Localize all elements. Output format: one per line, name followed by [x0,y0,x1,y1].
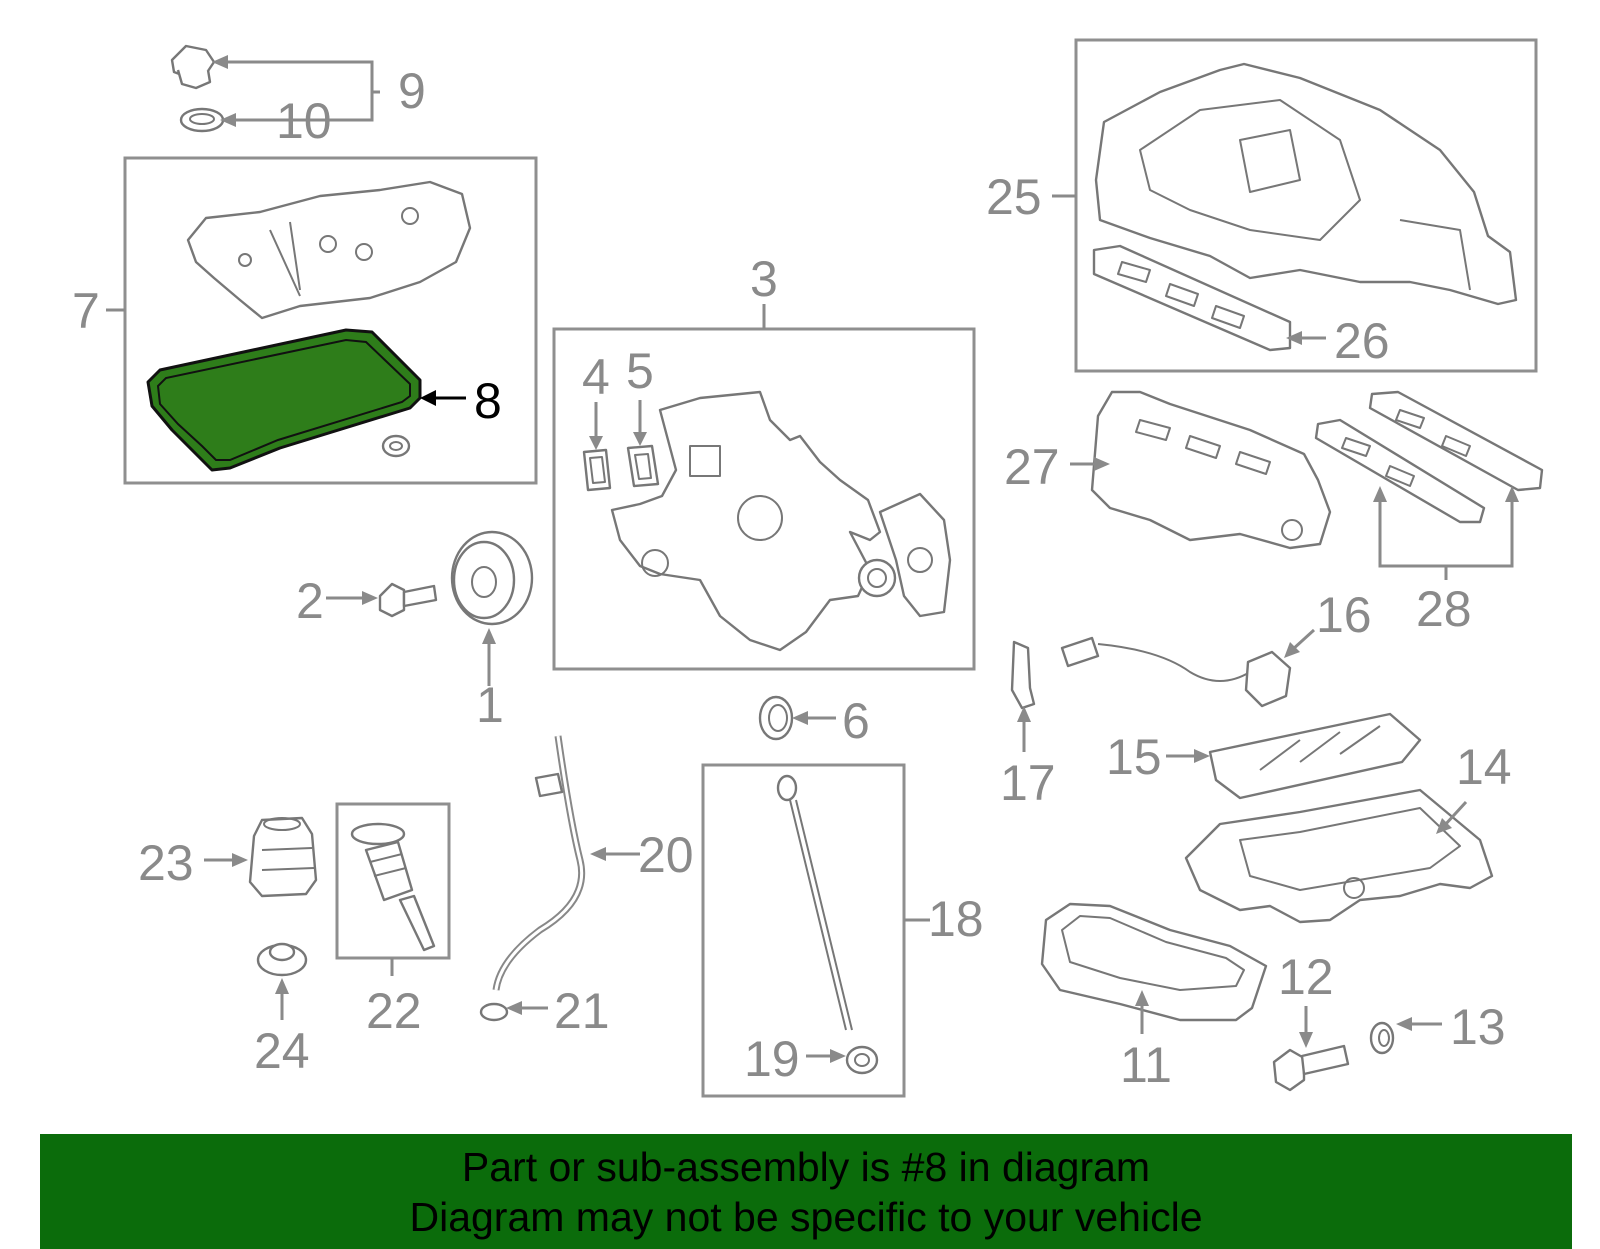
part-22-oil-filter [350,822,436,952]
callout-23: 23 [138,835,194,891]
callout-15: 15 [1106,729,1162,785]
part-15-baffle [1208,712,1422,800]
part-5-gasket [626,444,660,488]
part-17-gasket [1010,640,1036,710]
part-20-dipstick-tube [492,735,586,991]
part-19-o-ring [845,1045,879,1075]
callout-18: 18 [928,891,984,947]
part-7-valve-cover [186,180,472,320]
part-12-drain-plug [1272,1044,1350,1092]
part-8-valve-cover-gasket [146,328,422,472]
part-3-timing-cover [610,390,952,652]
part-27-lower-intake [1090,390,1332,550]
callout-11: 11 [1120,1037,1172,1093]
callout-8: 8 [474,373,502,429]
group-box-7 [123,156,538,485]
callout-13: 13 [1450,999,1506,1055]
info-banner: Part or sub-assembly is #8 in diagram Di… [40,1134,1572,1249]
callout-12: 12 [1278,949,1334,1005]
callout-22: 22 [366,983,422,1039]
part-14-oil-pan-upper [1184,788,1494,924]
callout-26: 26 [1334,313,1390,369]
part-1-crank-pulley [450,530,534,626]
callout-17: 17 [1000,755,1056,811]
callout-10: 10 [276,93,332,149]
part-26-intake-gasket [1092,244,1292,352]
callout-27: 27 [1004,439,1060,495]
part-21-o-ring [479,1002,509,1022]
callout-16: 16 [1316,587,1372,643]
callout-6: 6 [842,693,870,749]
callout-2: 2 [296,573,324,629]
banner-line-1: Part or sub-assembly is #8 in diagram [461,1144,1151,1190]
part-9-oil-filler-cap [170,44,216,90]
part-4-gasket [582,448,612,492]
callout-5: 5 [626,343,654,399]
callout-20: 20 [638,827,694,883]
part-18-dipstick [776,774,853,1031]
callout-28: 28 [1416,581,1472,637]
part-28-gaskets [1314,390,1544,524]
callout-19: 19 [744,1031,800,1087]
part-10-gasket [179,107,225,133]
part-16-sensor [1060,636,1292,708]
part-25-intake-manifold [1094,62,1518,306]
callout-7: 7 [72,283,100,339]
callout-25: 25 [986,169,1042,225]
callout-21: 21 [554,983,610,1039]
part-2-pulley-bolt [378,582,438,618]
part-13-gasket [1369,1021,1395,1055]
part-24-plug [256,942,308,977]
callout-4: 4 [582,349,610,405]
callout-1: 1 [476,677,504,733]
banner-line-2: Diagram may not be specific to your vehi… [409,1194,1203,1240]
group-box-25 [1074,38,1538,373]
callout-3: 3 [750,251,778,307]
callout-14: 14 [1456,739,1512,795]
part-23-oil-filter-cap [248,816,318,898]
callout-24: 24 [254,1023,310,1079]
part-11-oil-pan-lower [1040,902,1268,1022]
callout-9: 9 [398,63,426,119]
group-box-18 [701,763,906,1098]
